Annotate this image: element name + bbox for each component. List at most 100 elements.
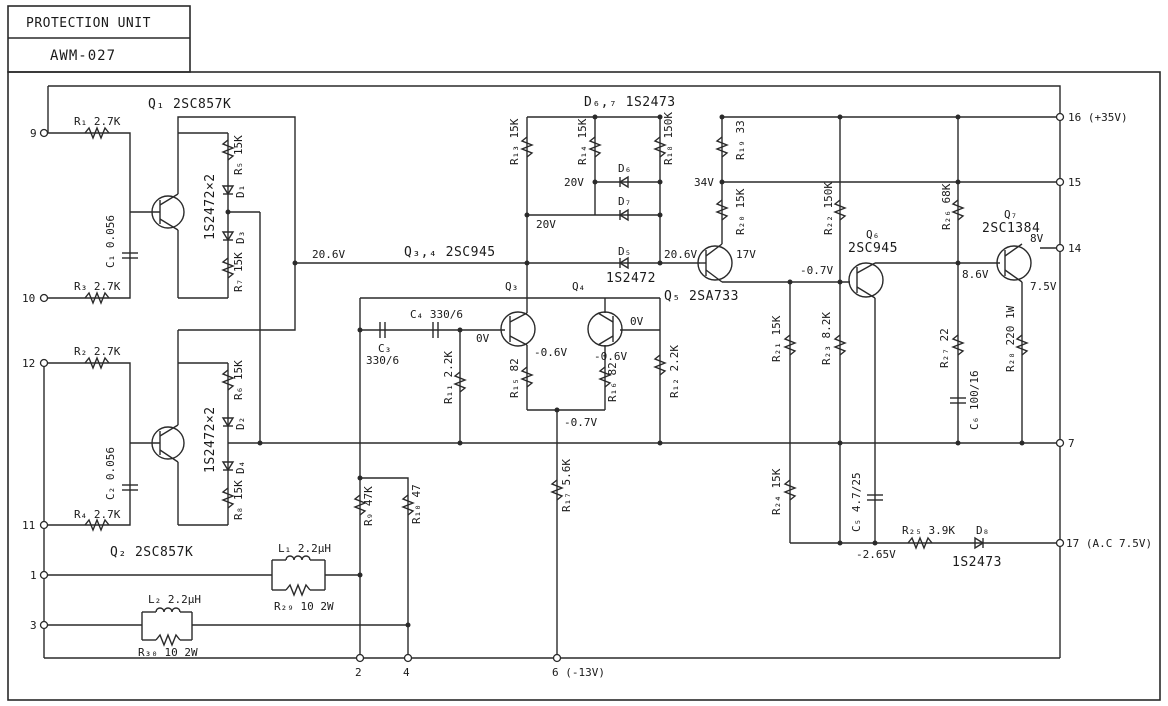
top-right-rail xyxy=(48,85,1061,658)
label-c6: C₆ 100/16 xyxy=(968,370,981,430)
resistor-r11-symbol xyxy=(453,371,467,393)
label-d5-type: 1S2472 xyxy=(606,271,656,286)
terminal-label-14: 14 xyxy=(1068,242,1082,255)
label-c2: C₂ 0.056 xyxy=(104,447,117,500)
junction-dots xyxy=(225,114,1025,628)
outer-frame xyxy=(7,71,1161,701)
terminal-16 xyxy=(1055,112,1065,122)
label-q7: Q₇ xyxy=(1004,208,1017,221)
junction-dot xyxy=(657,212,663,218)
transistor-collector xyxy=(856,262,876,274)
label-c3: C₃ xyxy=(378,342,391,355)
transistor-emitter xyxy=(1004,269,1023,283)
junction-dot xyxy=(524,212,530,218)
junction-dot xyxy=(955,260,961,266)
diode-d4-symbol xyxy=(221,461,235,472)
label-r26: R₂₆ 68K xyxy=(940,183,953,230)
transistor-q1 xyxy=(151,193,185,231)
transistor-q4 xyxy=(587,311,623,347)
inductor-symbols xyxy=(142,555,325,641)
label-r4: R₄ 2.7K xyxy=(74,508,121,521)
label-r30: R₃₀ 10 2W xyxy=(138,646,198,659)
resistor-r8-symbol xyxy=(221,487,235,509)
resistor-r22-symbol xyxy=(833,199,847,221)
label-q3: Q₃ xyxy=(505,280,518,293)
resistor-r17-symbol xyxy=(550,479,564,501)
terminal-label-16: 16 (+35V) xyxy=(1068,111,1128,124)
resistor-r26-symbol xyxy=(951,199,965,221)
junction-dot xyxy=(719,179,725,185)
terminal-11 xyxy=(39,520,49,530)
label-q1: Q₁ 2SC857K xyxy=(148,97,231,112)
junction-dot xyxy=(405,622,411,628)
junction-dot xyxy=(554,407,560,413)
diode-d5-symbol xyxy=(618,256,629,270)
label-c1: C₁ 0.056 xyxy=(104,215,117,268)
label-d8: D₈ xyxy=(976,524,989,537)
junction-dot xyxy=(1019,440,1025,446)
title-text: PROTECTION UNIT xyxy=(26,16,151,31)
label-q4: Q₄ xyxy=(572,280,585,293)
terminal-15 xyxy=(1055,177,1065,187)
diode-d1-symbol xyxy=(221,185,235,196)
voltage-20-6v-left: 20.6V xyxy=(312,248,345,261)
terminals xyxy=(39,112,1065,663)
junction-dot xyxy=(657,114,663,120)
transistor-q7 xyxy=(996,243,1032,283)
label-r17: R₁₇ 5.6K xyxy=(560,459,573,512)
junction-dot xyxy=(955,114,961,120)
label-r12: R₁₂ 2.2K xyxy=(668,345,681,398)
terminal-label-11: 11 xyxy=(22,519,35,532)
transistor-emitter xyxy=(705,269,723,283)
resistor-r15-symbol xyxy=(520,366,534,388)
terminal-12 xyxy=(39,358,49,368)
junction-dot xyxy=(837,540,843,546)
transistor-collector xyxy=(509,312,528,323)
label-r6: R₆ 15K xyxy=(232,360,245,400)
voltage-34v: 34V xyxy=(694,176,714,189)
wiring xyxy=(43,85,1061,659)
resistor-r21-symbol xyxy=(783,334,797,356)
labels: Q₁ 2SC857K Q₂ 2SC857K Q₃,₄ 2SC945 Q₃ Q₄ … xyxy=(22,95,1152,679)
resistor-r19-symbol xyxy=(715,136,729,158)
junction-dot xyxy=(787,279,793,285)
resistor-r30-symbol xyxy=(155,633,181,647)
resistor-r23-symbol xyxy=(833,334,847,356)
voltage-20v-a: 20V xyxy=(564,176,584,189)
voltage-0v-right: 0V xyxy=(630,315,644,328)
label-r15: R₁₅ 82 xyxy=(508,358,521,398)
voltage-minus-2-65v: -2.65V xyxy=(856,548,896,561)
terminal-label-3: 3 xyxy=(30,619,37,632)
voltage-17v: 17V xyxy=(736,248,756,261)
junction-dot xyxy=(357,572,363,578)
label-d4: D₄ xyxy=(234,461,247,474)
label-r1: R₁ 2.7K xyxy=(74,115,121,128)
label-l1: L₁ 2.2μH xyxy=(278,542,331,555)
resistor-r24-symbol xyxy=(783,479,797,501)
transistor-body xyxy=(587,311,623,347)
label-d2: D₂ xyxy=(234,417,247,430)
transistor-collector xyxy=(597,312,614,323)
inductor-l1-symbol xyxy=(285,555,311,561)
label-r22: R₂₂ 150K xyxy=(822,182,835,235)
label-q6-type: 2SC945 xyxy=(848,241,898,256)
terminal-2 xyxy=(355,653,365,663)
diode-d3-symbol xyxy=(221,231,235,242)
resistor-r6-symbol xyxy=(221,369,235,391)
label-d34: 1S2472×2 xyxy=(203,406,218,473)
resistor-r7-symbol xyxy=(221,257,235,279)
transistor-body xyxy=(151,426,185,460)
junction-dot xyxy=(719,114,725,120)
resistor-r1-symbol xyxy=(84,126,110,140)
label-r23: R₂₃ 8.2K xyxy=(820,312,833,365)
terminal-4 xyxy=(403,653,413,663)
resistor-r12-symbol xyxy=(653,354,667,376)
label-r11: R₁₁ 2.2K xyxy=(442,351,455,404)
resistor-r29-symbol xyxy=(285,583,311,597)
voltage-20-6v-right: 20.6V xyxy=(664,248,697,261)
label-q34: Q₃,₄ 2SC945 xyxy=(404,245,496,260)
junction-dot xyxy=(955,440,961,446)
terminal-10 xyxy=(39,293,49,303)
label-d5: D₅ xyxy=(618,245,631,258)
